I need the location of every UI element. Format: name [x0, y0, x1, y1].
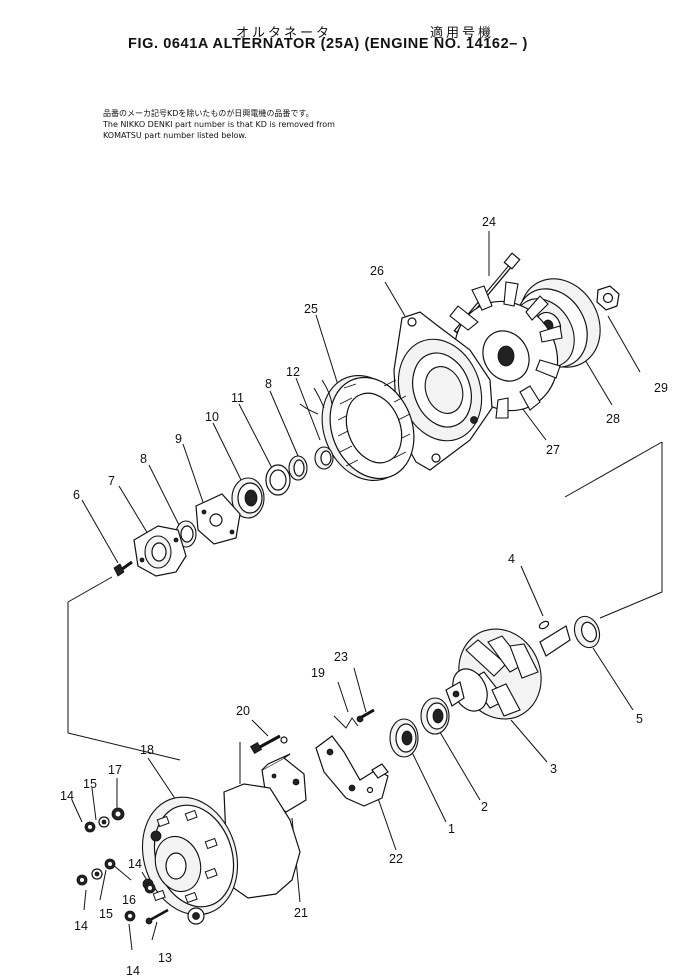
- callout-12: 12: [286, 365, 300, 379]
- figure-title: FIG. 0641A ALTERNATOR (25A) (ENGINE NO. …: [128, 36, 528, 52]
- front-ball-bearing: [231, 477, 265, 519]
- rear-ball-bearing: [420, 697, 450, 735]
- callout-25: 25: [304, 302, 318, 316]
- callout-3: 3: [550, 762, 557, 776]
- callout-23: 23: [334, 650, 348, 664]
- rotor: [445, 625, 571, 720]
- bearing-cover: [133, 525, 187, 577]
- callout-28: 28: [606, 412, 620, 426]
- cover-screw: [113, 560, 133, 577]
- callout-5: 5: [636, 712, 643, 726]
- callout-10: 10: [205, 410, 219, 424]
- callout-21: 21: [294, 906, 308, 920]
- collar: [314, 446, 334, 470]
- callout-7: 7: [108, 474, 115, 488]
- stator: [299, 374, 415, 482]
- note-japanese: 品番のメーカ記号KDを除いたものが日興電機の品番です。: [103, 109, 314, 118]
- callout-29: 29: [654, 381, 668, 395]
- rear-needle-bearing: [389, 718, 419, 758]
- callout-4: 4: [508, 552, 515, 566]
- rectifier-plate: [315, 735, 389, 807]
- callout-20: 20: [236, 704, 250, 718]
- callout-11: 11: [231, 391, 244, 405]
- bearing-plate-ring: [265, 464, 291, 496]
- callout-17: 17: [108, 763, 122, 777]
- housing-screw: [145, 908, 169, 925]
- callout-9: 9: [175, 432, 182, 446]
- woodruff-key: [538, 620, 550, 630]
- callout-27: 27: [546, 443, 560, 457]
- japanese-part-name: オルタネータ: [236, 26, 333, 41]
- note-line-2: KOMATSU part number listed below.: [103, 131, 247, 140]
- callout-15-a: 15: [83, 777, 97, 791]
- rear-housing: [141, 783, 301, 925]
- callout-6: 6: [73, 488, 80, 502]
- terminal-bolt: [249, 734, 288, 755]
- callout-22: 22: [389, 852, 403, 866]
- callout-24: 24: [482, 215, 496, 229]
- pulley-nut: [596, 285, 620, 311]
- callout-13: 13: [158, 951, 172, 965]
- callout-labels: 1 2 3 4 5 6 7 8 9 10 11 8 12 13 14 14 14…: [60, 215, 668, 978]
- callout-2: 2: [481, 800, 488, 814]
- bearing-retainer-plate: [195, 493, 241, 545]
- terminal-hardware: [76, 807, 156, 922]
- callout-14-c: 14: [128, 857, 142, 871]
- callout-1: 1: [448, 822, 455, 836]
- holder-screw: [356, 708, 375, 723]
- callout-26: 26: [370, 264, 384, 278]
- callout-14-d: 14: [126, 964, 140, 978]
- callout-15-b: 15: [99, 907, 113, 921]
- leader-lines: [67, 231, 663, 951]
- brush-spring: [333, 715, 359, 729]
- japanese-applicable-label: 適用号機: [430, 26, 495, 41]
- note-line-1: The NIKKO DENKI part number is that KD i…: [103, 120, 335, 129]
- callout-18: 18: [140, 743, 154, 757]
- callout-14-b: 14: [74, 919, 88, 933]
- part-number-note: 品番のメーカ記号KDを除いたものが日興電機の品番です。 The NIKKO DE…: [103, 108, 335, 141]
- callout-8-upper: 8: [265, 377, 272, 391]
- callout-19: 19: [311, 666, 325, 680]
- callout-16: 16: [122, 893, 136, 907]
- spacer-upper: [288, 455, 308, 481]
- callout-8-lower: 8: [140, 452, 147, 466]
- callout-14-a: 14: [60, 789, 74, 803]
- rotor-spacer: [573, 615, 601, 649]
